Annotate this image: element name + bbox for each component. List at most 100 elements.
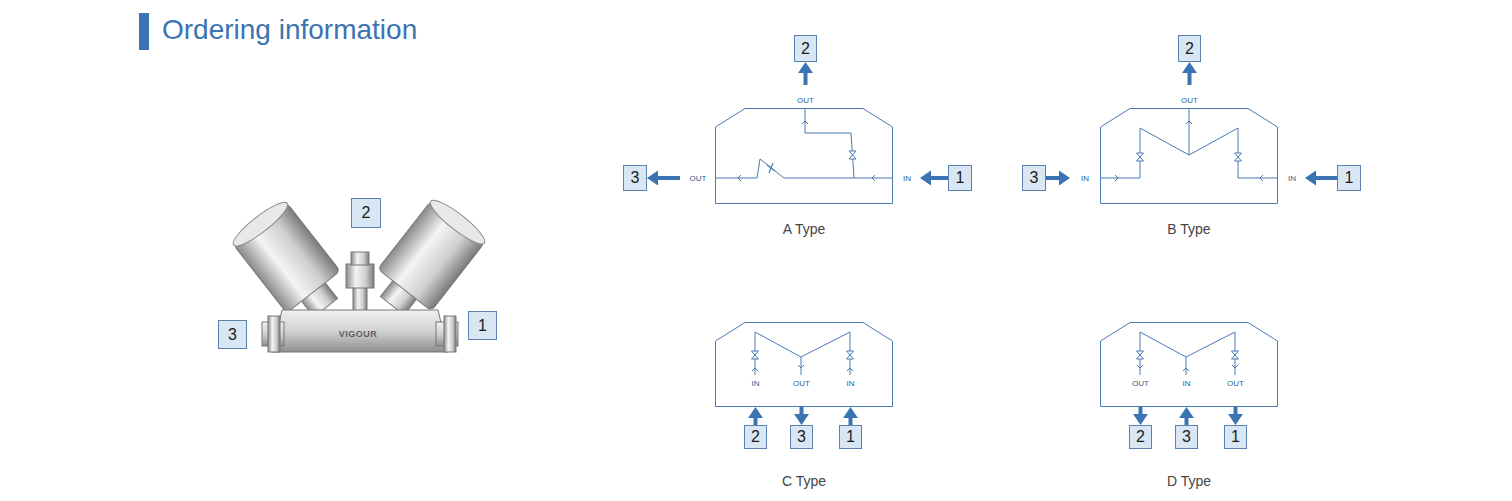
flow-mark	[1183, 368, 1189, 371]
port-label: IN	[1182, 379, 1192, 388]
flow-mark	[738, 175, 741, 181]
valve-housing: A Type	[680, 85, 920, 204]
flow-arrow	[1305, 171, 1337, 186]
arrow-shaft	[930, 176, 948, 180]
arrow-head	[1228, 414, 1243, 425]
port-label: IN	[902, 174, 912, 183]
flow-mark	[1186, 121, 1192, 124]
callout-box: 3	[1175, 425, 1198, 449]
type-caption: C Type	[782, 473, 826, 489]
flow-arrow	[1179, 407, 1194, 425]
actuator-cap	[426, 195, 489, 249]
arrow-shaft	[1188, 72, 1192, 85]
port-label: OUT	[689, 174, 708, 183]
arrow-head	[794, 414, 809, 425]
callout-box: 2	[794, 35, 817, 62]
valve-symbol	[1235, 153, 1242, 161]
valve-symbol	[752, 351, 759, 359]
callout-box: 1	[1337, 165, 1361, 191]
callout-box: 3	[623, 165, 647, 191]
housing-border	[716, 109, 893, 204]
callout-number: 1	[1345, 169, 1354, 187]
valve-housing: C Type	[715, 322, 893, 407]
title-bar	[139, 13, 149, 50]
callout-box: 2	[744, 425, 767, 449]
housing-outline	[680, 85, 920, 204]
arrow-shaft	[657, 176, 680, 180]
type-caption: D Type	[1167, 473, 1211, 489]
flow-mark	[752, 368, 758, 371]
valve-symbol	[849, 151, 856, 159]
arrow-shaft	[800, 407, 804, 415]
valve-housing: B Type	[1070, 85, 1305, 204]
valve-symbol	[767, 163, 775, 173]
actuator-right	[365, 195, 489, 327]
housing-border	[716, 323, 893, 407]
callout-box: 3	[1022, 165, 1046, 191]
housing-border	[1101, 109, 1278, 204]
callout-number: 3	[1182, 428, 1191, 446]
arrow-shaft	[804, 72, 808, 85]
arrow-shaft	[1139, 407, 1143, 415]
callout-number: 3	[228, 326, 237, 344]
arrow-shaft	[1046, 176, 1060, 180]
flow-mark	[1260, 175, 1263, 181]
flow-mark	[1115, 175, 1118, 181]
flow-line	[1186, 357, 1187, 375]
actuator-left	[229, 197, 353, 329]
flow-arrow	[794, 407, 809, 425]
valve-housing: D Type	[1100, 322, 1278, 407]
callout-number: 1	[846, 428, 855, 446]
flow-line	[805, 108, 854, 178]
flow-arrow	[843, 407, 858, 425]
flow-arrow	[647, 171, 680, 186]
valve-symbol	[1232, 351, 1239, 359]
actuator-cap	[229, 197, 292, 251]
port-label: IN	[846, 379, 856, 388]
arrow-shaft	[1185, 417, 1189, 425]
flow-mark	[872, 175, 875, 181]
callout-number: 1	[956, 169, 965, 187]
port-label: IN	[1287, 174, 1297, 183]
flow-line	[755, 332, 850, 375]
housing-outline	[1070, 85, 1305, 204]
actuator-cylinder	[378, 201, 485, 311]
callout-box: 2	[1178, 35, 1201, 62]
callout-number: 3	[631, 169, 640, 187]
flow-arrow	[748, 407, 763, 425]
callout-box: 2	[351, 198, 381, 228]
flow-mark	[847, 368, 853, 371]
flow-arrow	[1046, 171, 1070, 186]
valve-symbol	[1137, 153, 1144, 161]
flow-mark	[802, 121, 808, 124]
top-thread	[351, 252, 369, 265]
callout-number: 3	[797, 428, 806, 446]
flow-arrow	[798, 62, 813, 85]
arrow-head	[920, 171, 931, 186]
arrow-head	[798, 62, 813, 73]
flow-arrow	[1228, 407, 1243, 425]
side-nut	[444, 316, 456, 352]
flow-line	[1140, 332, 1235, 375]
port-label: OUT	[1180, 96, 1199, 105]
port-label: IN	[1080, 174, 1090, 183]
callout-number: 2	[751, 428, 760, 446]
valve-body	[272, 310, 448, 352]
valve-symbol	[847, 351, 854, 359]
callout-box: 3	[218, 320, 247, 349]
flow-mark	[1137, 365, 1143, 368]
arrow-head	[1305, 171, 1316, 186]
flow-line	[801, 357, 802, 375]
callout-number: 2	[1136, 428, 1145, 446]
type-caption: A Type	[783, 221, 826, 237]
flow-line	[715, 159, 893, 178]
port-label: OUT	[792, 379, 811, 388]
top-stem	[353, 286, 367, 312]
callout-number: 2	[1185, 40, 1194, 58]
type-caption: B Type	[1167, 221, 1210, 237]
arrow-shaft	[754, 417, 758, 425]
housing-border	[1101, 323, 1278, 407]
actuator-cylinder	[234, 203, 341, 313]
arrow-head	[647, 171, 658, 186]
callout-box: 1	[839, 425, 862, 449]
